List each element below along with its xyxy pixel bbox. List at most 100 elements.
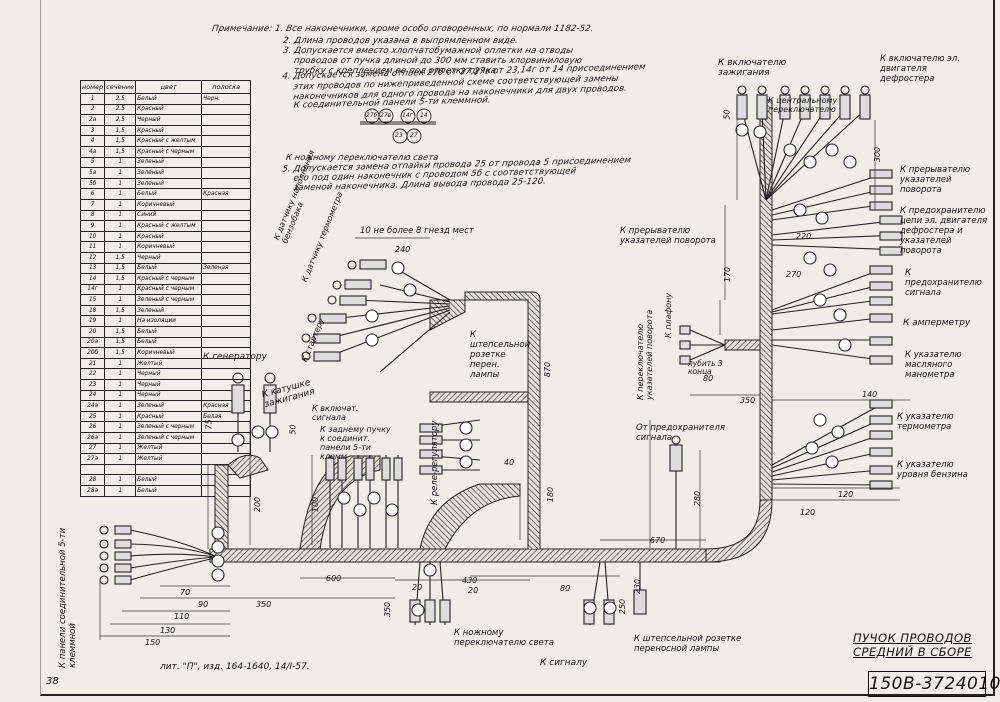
dimension-lines <box>99 115 910 640</box>
drawing-code: 150В-3724010 <box>868 671 1000 697</box>
label-fuse-signal: К предохранителю сигнала <box>905 268 982 298</box>
label-connector-panel: К панели соединительной 5-ти клеммной <box>58 527 78 668</box>
cell-number: 20б <box>79 347 106 359</box>
cell-number: 28 <box>79 474 106 486</box>
title-line-2: СРЕДНИЙ В СБОРЕ <box>853 645 972 659</box>
label-temp-gauge: К указателю термометра <box>897 412 954 432</box>
detail-label-23: 23 <box>395 132 403 139</box>
label-turn-switch: К переключателю указателей поворота <box>636 309 654 400</box>
dim-430: 430 <box>462 576 478 585</box>
dim-90: 90 <box>198 600 209 609</box>
turn-switch-branch <box>679 325 726 365</box>
dim-80-right: 80 <box>703 374 714 383</box>
cell-number: 23 <box>79 379 106 391</box>
cell-stripe <box>201 315 252 328</box>
cell-number: 22 <box>79 368 106 381</box>
detail-label-14: 14 <box>420 112 428 119</box>
dim-600: 600 <box>326 574 342 583</box>
col-header-number: номер <box>79 80 106 94</box>
cell-stripe <box>201 251 252 264</box>
label-generator: К генератору <box>203 352 267 362</box>
dim-350-bottom: 350 <box>383 601 393 618</box>
generator-branch <box>231 372 279 452</box>
cell-number: 18 <box>79 304 106 317</box>
cell-stripe <box>201 357 252 370</box>
cell-stripe <box>201 347 252 359</box>
dim-300: 300 <box>873 146 883 163</box>
dim-130: 130 <box>160 626 176 635</box>
label-ammeter: К амперметру <box>903 318 971 328</box>
label-horn: К сигналу <box>540 658 588 668</box>
col-header-section: сечение <box>104 80 137 94</box>
dim-140: 140 <box>862 390 878 399</box>
bottom-branches <box>409 435 683 626</box>
cell-number: 14г <box>79 283 106 296</box>
label-central-switch: К центральному переключателю <box>768 96 838 114</box>
cell-number: 15 <box>79 294 106 306</box>
detail-label-27: 27 <box>410 132 418 139</box>
label-relay: К реле-регулятору <box>430 420 440 505</box>
cell-stripe <box>201 389 252 402</box>
label-ignition-switch: К включателю зажигания <box>718 58 787 78</box>
label-note-table: лубить 3 конца <box>688 359 723 376</box>
detail-label-14g: 14г <box>402 112 413 119</box>
dim-50-right: 50 <box>722 109 732 120</box>
label-fuse-defroster: К предохранителю цепи эл. двигателя дефр… <box>900 206 988 256</box>
label-signal-switch: К включат. сигнала <box>312 404 359 422</box>
label-more-than: 10 не более 8 гнезд мест <box>360 226 474 236</box>
drawing-reference: лит. "П", изд. 164-1640, 14/I-57. <box>160 662 310 672</box>
label-foot-switch-bottom: К ножному переключателю света <box>454 628 554 648</box>
label-turn-interrupter: К прерывателю указателей поворота <box>900 165 971 195</box>
cell-stripe <box>201 336 252 349</box>
label-carrier: К плафону <box>664 292 673 338</box>
dim-240: 240 <box>395 245 411 254</box>
right-middle-fan <box>771 169 903 365</box>
label-defroster-switch: К включателю эл. двигателя дефростера <box>880 54 960 84</box>
dim-350-right: 350 <box>740 396 756 405</box>
label-from-fuse: От предохранителя сигнала <box>636 423 726 443</box>
dim-100: 100 <box>311 496 321 513</box>
cell-number: 24а <box>79 400 106 412</box>
cell-number: 13 <box>79 262 106 275</box>
rear-harness-branch <box>325 455 403 548</box>
title-line-1: ПУЧОК ПРОВОДОВ <box>853 631 972 645</box>
detail-sketch <box>360 108 436 144</box>
cell-number: 24 <box>79 389 106 402</box>
dim-180: 180 <box>546 486 556 503</box>
dim-80: 80 <box>560 584 571 593</box>
col-header-stripe: полоска <box>201 80 252 94</box>
cell-number: 27а <box>79 453 106 465</box>
right-top-fan <box>735 85 871 201</box>
dim-120: 120 <box>838 490 854 499</box>
label-rear-harness: К заднему пучку к соединит. панели 5-ти … <box>320 425 391 461</box>
dim-120b: 120 <box>800 508 816 517</box>
dim-350-left: 350 <box>256 600 272 609</box>
cell-number: 26а <box>79 432 106 444</box>
dim-200: 200 <box>253 496 263 513</box>
dim-170: 170 <box>723 266 733 283</box>
label-plug-socket: К штепсельной розетке перен. лампы <box>470 330 531 380</box>
cell-stripe <box>201 368 252 381</box>
dim-670: 670 <box>650 536 666 545</box>
dim-75: 75 <box>204 419 214 430</box>
cell-stripe <box>201 294 252 306</box>
cell-number: 14 <box>79 273 106 285</box>
cell-number: 28а <box>79 484 106 497</box>
dim-20: 20 <box>468 586 479 595</box>
left-branch <box>99 525 225 585</box>
